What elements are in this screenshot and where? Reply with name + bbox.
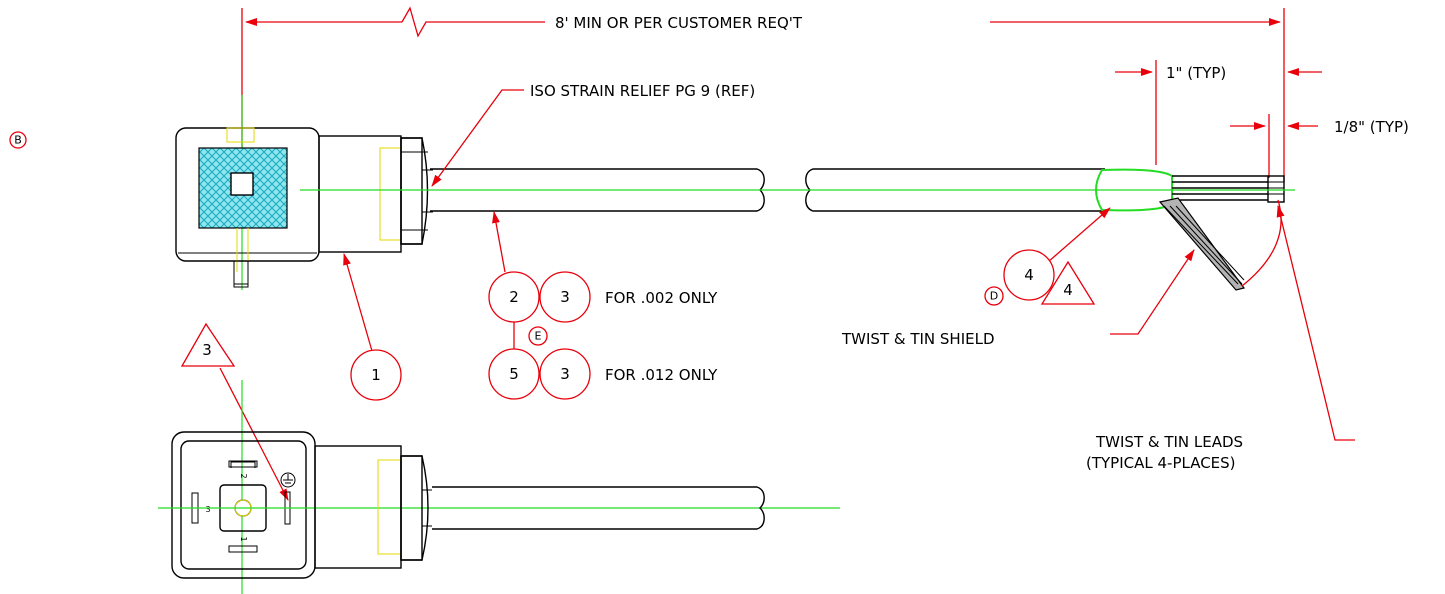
strain-relief-callout: ISO STRAIN RELIEF PG 9 (REF) — [431, 82, 755, 187]
svg-text:3: 3 — [202, 341, 212, 359]
cable-option-balloons: 2 3 FOR .002 ONLY E 5 3 FOR .012 ONLY — [488, 211, 718, 400]
svg-text:1: 1 — [371, 366, 381, 384]
revision-marker-b: B — [9, 131, 27, 149]
bend-arc — [1241, 199, 1282, 287]
svg-text:3: 3 — [560, 365, 570, 383]
strip-length-dimension: 1" (TYP) — [1115, 60, 1322, 165]
balloon-3-lower: 3 — [539, 348, 591, 400]
svg-text:5: 5 — [509, 365, 519, 383]
connector-side-view — [175, 95, 433, 290]
overall-length-dimension: 8' MIN OR PER CUSTOMER REQ'T — [241, 6, 1285, 182]
svg-text:D: D — [990, 290, 998, 303]
svg-text:4: 4 — [1063, 281, 1073, 299]
face-view-flag: 3 — [180, 322, 289, 501]
option-012-note: FOR .012 ONLY — [605, 366, 718, 384]
face-cable-segment — [432, 486, 765, 530]
tin-length-dimension: 1/8" (TYP) — [1230, 114, 1409, 178]
svg-text:B: B — [14, 134, 22, 147]
balloon-1: 1 — [343, 253, 402, 401]
balloon-2: 2 — [488, 271, 540, 323]
svg-text:3: 3 — [205, 505, 210, 514]
revision-marker-d: D — [984, 286, 1004, 306]
option-002-note: FOR .002 ONLY — [605, 289, 718, 307]
strip-length-label: 1" (TYP) — [1166, 64, 1226, 82]
svg-text:2: 2 — [239, 473, 248, 478]
leads-callout: TWIST & TIN LEADS (TYPICAL 4-PLACES) — [1086, 205, 1355, 472]
conductor-leads — [1172, 175, 1268, 201]
svg-text:4: 4 — [1024, 266, 1034, 284]
svg-text:1: 1 — [239, 536, 248, 541]
twist-tin-shield-note: TWIST & TIN SHIELD — [841, 330, 995, 348]
face-neck — [314, 445, 402, 569]
balloon-3-upper: 3 — [539, 271, 591, 323]
pin-1-contact — [228, 545, 258, 553]
shield-callout: 4 4 D TWIST & TIN SHIELD — [841, 207, 1195, 348]
connector-face-view: 2 1 3 — [158, 380, 840, 594]
flag-note-3 — [180, 322, 236, 367]
strain-relief-note: ISO STRAIN RELIEF PG 9 (REF) — [530, 82, 755, 100]
face-inner-body — [180, 440, 307, 570]
overall-length-label: 8' MIN OR PER CUSTOMER REQ'T — [555, 14, 803, 32]
leads-note-line1: TWIST & TIN LEADS — [1095, 433, 1243, 451]
balloon-4 — [1003, 249, 1055, 301]
break-symbol — [401, 6, 545, 38]
tin-length-label: 1/8" (TYP) — [1334, 118, 1409, 136]
svg-text:2: 2 — [509, 288, 519, 306]
revision-marker-e: E — [528, 326, 548, 346]
ground-symbol-icon — [280, 472, 296, 488]
svg-text:3: 3 — [560, 288, 570, 306]
strain-relief-nut — [400, 137, 429, 245]
connector-pin-square — [230, 172, 254, 196]
cable-side-view — [300, 168, 1295, 291]
leads-note-line2: (TYPICAL 4-PLACES) — [1086, 454, 1236, 472]
connector-neck — [318, 135, 402, 253]
balloon-5: 5 — [488, 348, 540, 400]
tinned-lead-ends — [1267, 175, 1285, 203]
cable-leader — [492, 211, 506, 273]
flag-note-4 — [1040, 260, 1096, 305]
twisted-shield-drain — [1158, 197, 1246, 291]
svg-text:E: E — [535, 330, 542, 343]
